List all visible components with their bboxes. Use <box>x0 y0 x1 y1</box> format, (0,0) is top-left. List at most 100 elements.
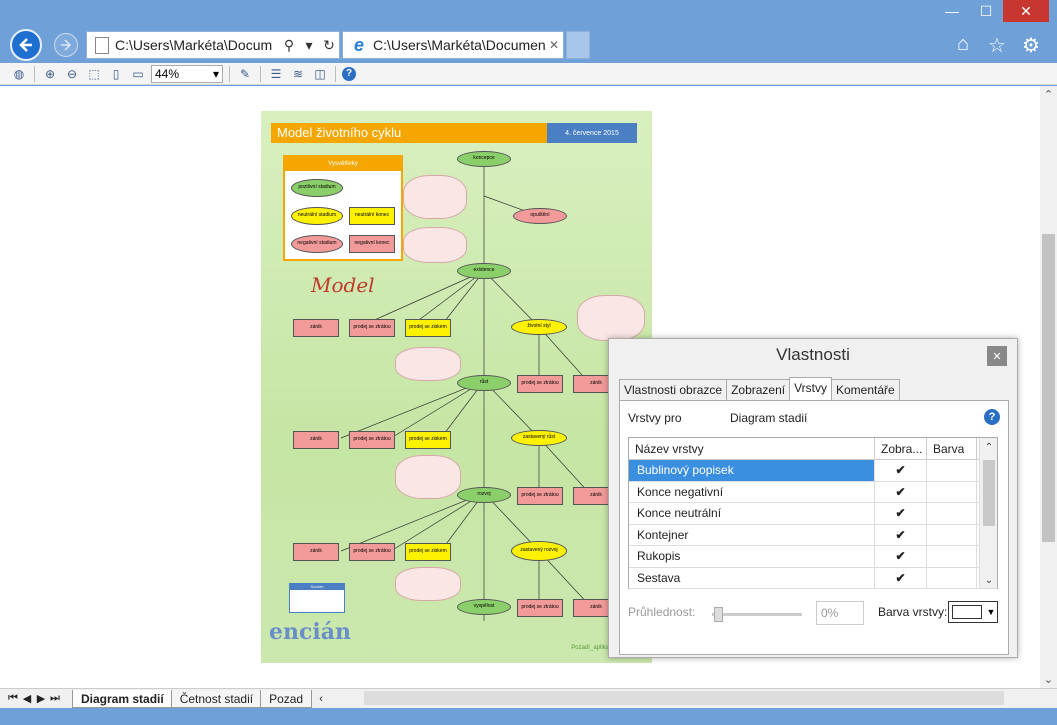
layer-visible-check[interactable]: ✔ <box>875 460 927 481</box>
dropdown-icon[interactable]: ▾ <box>305 36 313 53</box>
scroll-left-icon[interactable]: ‹ <box>319 692 323 705</box>
column-color[interactable]: Barva <box>927 438 977 459</box>
tab-display[interactable]: Zobrazení <box>726 379 791 400</box>
layer-color[interactable] <box>927 460 977 481</box>
window-controls: — ☐ ✕ <box>935 0 1049 27</box>
layer-name: Sestava <box>629 567 875 588</box>
end-zanik: zánik <box>293 319 339 337</box>
help-icon[interactable]: ? <box>984 409 1000 425</box>
tab-comments[interactable]: Komentáře <box>830 379 900 400</box>
properties-close-button[interactable]: ✕ <box>987 346 1007 366</box>
home-icon[interactable]: ⌂ <box>956 33 970 55</box>
table-row[interactable]: Konce neutrální ✔ <box>629 503 997 525</box>
sheet-tab-diagram[interactable]: Diagram stadií <box>72 689 173 708</box>
fit-page-icon[interactable]: ▯ <box>112 66 120 81</box>
back-button[interactable] <box>10 29 42 61</box>
node-rust: růst <box>457 375 511 391</box>
layer-visible-check[interactable]: ✔ <box>875 503 927 524</box>
scroll-thumb[interactable] <box>1042 234 1055 542</box>
fit-width-icon[interactable]: ⬚ <box>88 66 100 81</box>
layer-color[interactable] <box>927 481 977 502</box>
layers-for-label: Vrstvy pro <box>628 411 682 425</box>
end-prodej-ztrata: prodej se ztrátou <box>517 487 563 505</box>
scroll-up-icon[interactable]: ⌃ <box>1043 89 1054 101</box>
forward-button[interactable] <box>54 33 78 57</box>
settings-gear-icon[interactable]: ⚙ <box>1022 35 1040 57</box>
table-row[interactable]: Bublinový popisek ✔ <box>629 460 997 482</box>
chevron-down-icon[interactable]: ⌄ <box>984 575 994 586</box>
layer-name: Bublinový popisek <box>629 460 875 481</box>
refresh-icon[interactable]: ↻ <box>323 36 335 53</box>
layer-visible-check[interactable]: ✔ <box>875 546 927 567</box>
last-sheet-icon[interactable]: ⏭ <box>50 692 60 704</box>
table-row[interactable]: Rukopis ✔ <box>629 546 997 568</box>
horizontal-scrollbar[interactable] <box>364 691 1004 705</box>
properties-icon[interactable]: ☰ <box>270 66 282 81</box>
chevron-down-icon: ▼ <box>986 607 996 617</box>
pan-icon[interactable]: ✎ <box>239 66 251 81</box>
node-zivotni-styl: životní styl <box>511 319 567 335</box>
layers-panel: Vrstvy pro Diagram stadií ? Název vrstvy… <box>619 400 1009 655</box>
node-rozvoj: rozvoj <box>457 487 511 503</box>
next-sheet-icon[interactable]: ▶ <box>36 693 46 705</box>
table-row[interactable]: Konce negativní ✔ <box>629 481 997 503</box>
address-bar[interactable]: C:\Users\Markéta\Docum ⚲ ▾ ↻ <box>86 31 340 59</box>
layer-color-picker[interactable]: ▼ <box>948 601 998 623</box>
column-layer-name[interactable]: Název vrstvy <box>629 438 875 459</box>
actual-size-icon[interactable]: ▭ <box>132 66 144 81</box>
tab-shape-properties[interactable]: Vlastnosti obrazce <box>619 379 728 400</box>
zoom-select[interactable]: 44%▾ <box>151 64 223 83</box>
new-tab-button[interactable] <box>566 31 590 59</box>
layer-color[interactable] <box>927 524 977 545</box>
navigation-bar: C:\Users\Markéta\Docum ⚲ ▾ ↻ e C:\Users\… <box>0 27 1057 63</box>
tab-close-icon[interactable]: ✕ <box>548 38 560 52</box>
vertical-scrollbar[interactable]: ⌃ ⌄ <box>1040 86 1057 688</box>
sheet-tab-background[interactable]: Pozad <box>260 689 313 708</box>
diagram-date: 4. července 2015 <box>547 123 637 143</box>
ie-icon: e <box>353 34 364 55</box>
layer-color[interactable] <box>927 567 977 588</box>
end-zanik: zánik <box>573 599 619 617</box>
layer-visible-check[interactable]: ✔ <box>875 481 927 502</box>
help-icon[interactable]: ? <box>342 66 356 81</box>
separator <box>34 65 35 82</box>
zoom-value: 44% <box>155 66 180 81</box>
transparency-input[interactable]: 0% <box>816 601 864 625</box>
table-row[interactable]: Sestava ✔ <box>629 567 997 589</box>
column-visible[interactable]: Zobra... <box>875 438 927 459</box>
pan-zoom-window-icon[interactable]: ◫ <box>314 66 326 81</box>
legend-positive: pozitivní stadium <box>291 179 343 197</box>
prev-sheet-icon[interactable]: ◀ <box>22 693 32 705</box>
layer-visible-check[interactable]: ✔ <box>875 567 927 588</box>
layers-scrollbar[interactable]: ⌃ ⌄ <box>979 438 997 588</box>
layer-color[interactable] <box>927 503 977 524</box>
zoom-out-icon[interactable]: ⊖ <box>66 66 78 81</box>
node-existence: existence <box>457 263 511 279</box>
layers-scroll-thumb[interactable] <box>983 460 995 526</box>
globe-icon[interactable]: ◍ <box>13 66 25 81</box>
sheet-tab-frequency[interactable]: Četnost stadií <box>170 689 263 708</box>
zoom-in-icon[interactable]: ⊕ <box>44 66 56 81</box>
legend-negative: negativní stadium <box>291 235 343 253</box>
legend-neutral-end: neutrální konec <box>349 207 395 225</box>
minimize-button[interactable]: — <box>945 3 959 19</box>
close-window-button[interactable]: ✕ <box>1003 0 1049 22</box>
slider-knob[interactable] <box>714 607 723 622</box>
layer-color[interactable] <box>927 546 977 567</box>
first-sheet-icon[interactable]: ⏮ <box>8 692 18 704</box>
properties-title: Vlastnosti <box>776 345 850 364</box>
favorites-star-icon[interactable]: ☆ <box>988 35 1006 57</box>
layer-visible-check[interactable]: ✔ <box>875 524 927 545</box>
layers-icon[interactable]: ≋ <box>292 66 304 81</box>
end-prodej-ztrata: prodej se ztrátou <box>349 543 395 561</box>
legend-title: Vysvětlivky <box>285 157 401 171</box>
tab-layers[interactable]: Vrstvy <box>789 377 832 400</box>
scroll-down-icon[interactable]: ⌄ <box>1043 674 1054 686</box>
chevron-up-icon[interactable]: ⌃ <box>984 442 994 453</box>
browser-tab[interactable]: e C:\Users\Markéta\Documen... ✕ <box>342 31 564 59</box>
transparency-slider[interactable] <box>712 607 804 623</box>
maximize-button[interactable]: ☐ <box>979 2 993 19</box>
layer-name: Kontejner <box>629 524 875 545</box>
table-row[interactable]: Kontejner ✔ <box>629 524 997 546</box>
search-icon[interactable]: ⚲ <box>283 36 295 53</box>
